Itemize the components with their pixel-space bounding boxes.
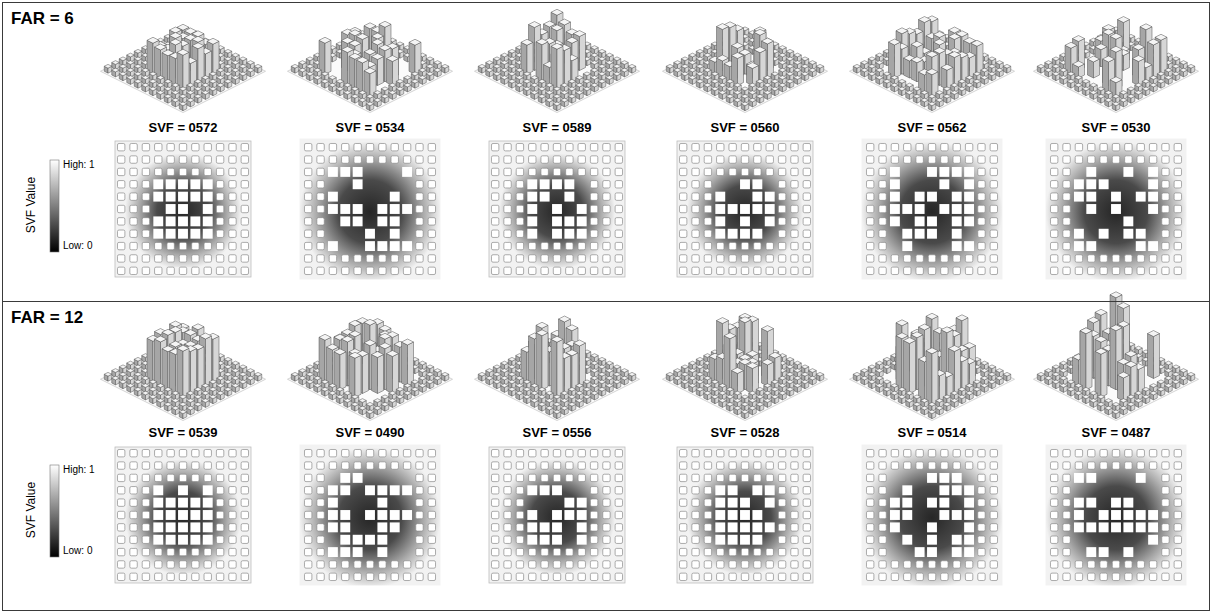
svf-heatmap (862, 445, 1003, 586)
massing-model (475, 316, 640, 421)
svf-value: SVF = 0560 (680, 120, 810, 135)
svf-heatmap (677, 141, 813, 277)
massing-model (1034, 17, 1199, 113)
scale-title: SVF Value (24, 165, 38, 245)
svf-heatmap (677, 447, 813, 583)
scale-title: SVF Value (24, 470, 38, 550)
massing-model (288, 21, 453, 112)
scale-high: High: 1 (63, 159, 95, 170)
svf-value: SVF = 0514 (867, 425, 997, 440)
scale-low: Low: 0 (63, 240, 92, 251)
svf-value: SVF = 0490 (305, 425, 435, 440)
massing-model (288, 318, 453, 421)
massing-model (850, 16, 1015, 113)
svf-heatmap (862, 139, 1003, 280)
far-panel: FAR = 12 (2, 301, 1210, 611)
massing-model (101, 321, 266, 421)
svf-heatmap (1046, 139, 1187, 280)
svf-value: SVF = 0539 (118, 425, 248, 440)
panel-title: FAR = 12 (11, 308, 83, 328)
svf-heatmap (115, 447, 251, 583)
svf-value: SVF = 0528 (680, 425, 810, 440)
svf-value: SVF = 0487 (1051, 425, 1181, 440)
svf-value: SVF = 0530 (1051, 120, 1181, 135)
svf-value: SVF = 0589 (492, 120, 622, 135)
massing-model (101, 24, 266, 112)
svf-value: SVF = 0562 (867, 120, 997, 135)
svf-heatmap (300, 445, 441, 586)
panel-title: FAR = 6 (11, 9, 74, 29)
scale-low: Low: 0 (63, 545, 92, 556)
svf-heatmap (300, 139, 441, 280)
massing-model (850, 313, 1015, 420)
svf-heatmap (489, 447, 625, 583)
svf-value: SVF = 0556 (492, 425, 622, 440)
massing-model (1034, 292, 1199, 421)
svf-heatmap (489, 141, 625, 277)
massing-model (663, 313, 828, 420)
scale-high: High: 1 (63, 464, 95, 475)
svf-value: SVF = 0534 (305, 120, 435, 135)
svf-value: SVF = 0572 (118, 120, 248, 135)
svf-heatmap (1046, 445, 1187, 586)
far-panel: FAR = 6 (2, 2, 1210, 302)
svf-scale-bar (50, 465, 59, 557)
svf-heatmap (115, 141, 251, 277)
svf-scale-bar (50, 160, 59, 252)
massing-model (663, 22, 828, 113)
massing-model (475, 9, 640, 112)
